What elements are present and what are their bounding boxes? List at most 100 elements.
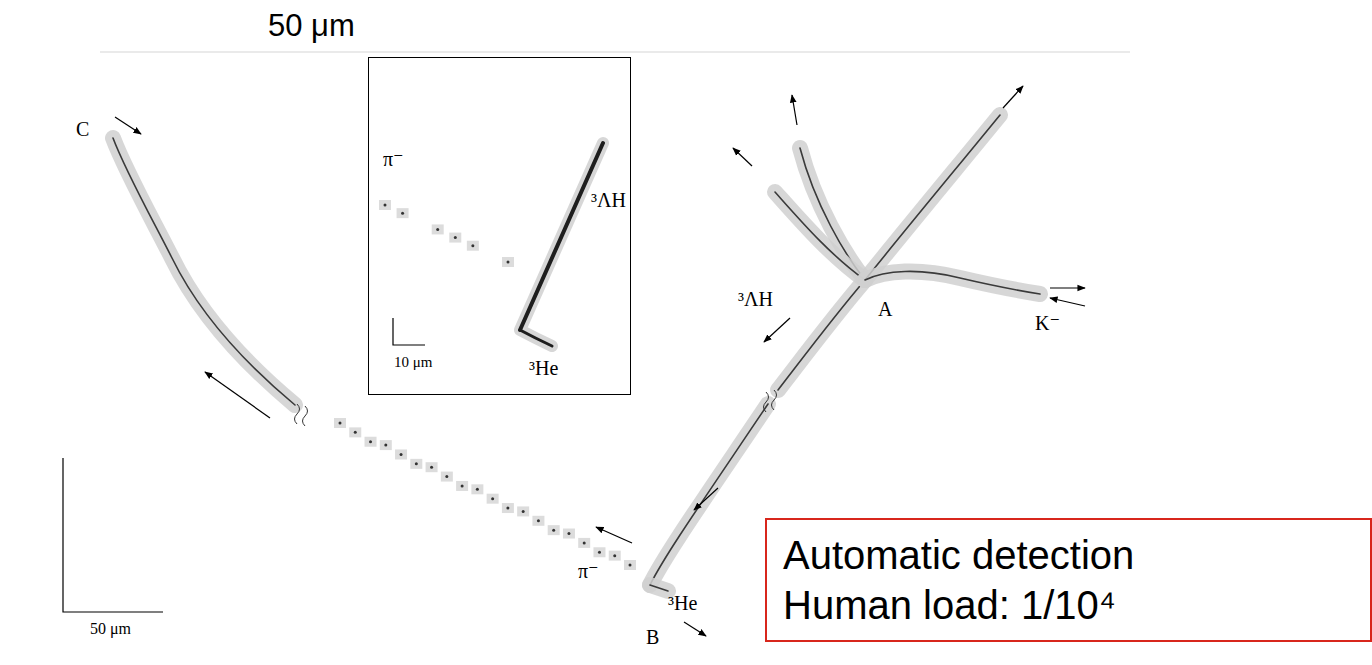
scale-label: 10 μm — [394, 351, 432, 373]
vertex-label: A — [878, 298, 892, 320]
track-band — [650, 404, 768, 585]
particle-label: ³He — [668, 592, 697, 614]
grain-square — [365, 437, 377, 447]
scale-label: 50 μm — [90, 618, 131, 640]
grain-patch — [532, 516, 544, 526]
grain-patch — [548, 525, 560, 535]
grain-dot — [445, 475, 448, 478]
grain-dot — [354, 431, 357, 434]
grain-patch — [502, 503, 514, 513]
track-band — [520, 143, 603, 346]
grain-square — [449, 233, 461, 243]
grain-patch — [471, 484, 483, 494]
grain-dot — [461, 484, 464, 487]
grain-dot — [522, 510, 525, 513]
grain-patch — [365, 437, 377, 447]
grain-patch — [456, 481, 468, 491]
grain-patch — [380, 440, 392, 450]
grain-patch — [593, 547, 605, 557]
track-band — [865, 115, 1000, 280]
track-prong — [865, 115, 1000, 280]
particle-label: K⁻ — [1035, 312, 1060, 334]
grain-dot — [537, 519, 540, 522]
track-band — [113, 138, 295, 405]
grain-patch — [397, 208, 409, 218]
grain-patch — [395, 449, 407, 459]
grain-dot — [507, 261, 510, 264]
grain-dot — [583, 541, 586, 544]
grain-dot — [552, 529, 555, 532]
grain-patch — [349, 427, 361, 437]
track-band — [865, 271, 1040, 294]
grain-patch — [563, 529, 575, 539]
scale-bar — [393, 318, 425, 345]
vertex-label: C — [76, 118, 89, 140]
grain-dot — [339, 422, 342, 425]
grain-square — [578, 538, 590, 548]
scale-bar — [63, 458, 163, 612]
particle-label: ³ΛH — [738, 288, 773, 310]
track-band — [778, 280, 865, 390]
grain-dot — [567, 532, 570, 535]
callout-box: Automatic detectionHuman load: 1/10⁴ — [765, 518, 1372, 642]
direction-arrow — [1050, 298, 1085, 306]
grain-patch — [467, 241, 479, 251]
grain-square — [441, 472, 453, 482]
grain-square — [395, 449, 407, 459]
grain-dot — [506, 507, 509, 510]
grain-dot — [369, 440, 372, 443]
direction-arrow — [205, 372, 270, 418]
grain-square — [624, 560, 636, 570]
grain-dot — [471, 244, 474, 247]
header-rule — [100, 51, 1130, 53]
grain-dot — [598, 551, 601, 554]
track-hypernucleus — [778, 280, 865, 390]
grain-dot — [491, 497, 494, 500]
grain-dot — [436, 228, 439, 231]
direction-arrow — [684, 622, 706, 636]
track-prong — [775, 192, 865, 280]
track-helium — [520, 330, 552, 346]
grain-square — [380, 440, 392, 450]
particle-label: π⁻ — [578, 560, 599, 582]
direction-arrow — [115, 117, 141, 134]
inset-frame: π⁻³ΛH³He10 μm — [368, 57, 631, 395]
grain-square — [487, 494, 499, 504]
track-band — [775, 192, 865, 280]
direction-arrow — [733, 148, 752, 166]
track-band — [650, 585, 668, 591]
grain-square — [467, 241, 479, 251]
grain-patch — [410, 459, 422, 469]
track-helium — [650, 585, 668, 591]
grain-square — [502, 503, 514, 513]
direction-arrow — [694, 488, 718, 510]
grain-dot — [401, 212, 404, 215]
grain-dot — [454, 236, 457, 239]
grain-square — [471, 484, 483, 494]
track-b — [650, 404, 768, 585]
grain-square — [532, 516, 544, 526]
grain-dot — [613, 554, 616, 557]
grain-patch — [517, 506, 529, 516]
grain-square — [548, 525, 560, 535]
grain-patch — [379, 200, 391, 210]
break-mark — [295, 404, 308, 426]
grain-patch — [449, 233, 461, 243]
direction-arrow — [1003, 86, 1023, 108]
particle-label: ³He — [529, 357, 558, 379]
slide-title: 50 μm — [268, 8, 355, 44]
grain-dot — [384, 204, 387, 207]
grain-dot — [430, 466, 433, 469]
grain-patch — [624, 560, 636, 570]
pion-dots — [334, 200, 636, 570]
callout-text: Automatic detection — [783, 530, 1354, 580]
grain-patch — [487, 494, 499, 504]
grain-patch — [441, 472, 453, 482]
grain-square — [593, 547, 605, 557]
grain-square — [397, 208, 409, 218]
grain-square — [349, 427, 361, 437]
grain-square — [609, 551, 621, 561]
grain-dot — [400, 453, 403, 456]
grain-dot — [476, 488, 479, 491]
